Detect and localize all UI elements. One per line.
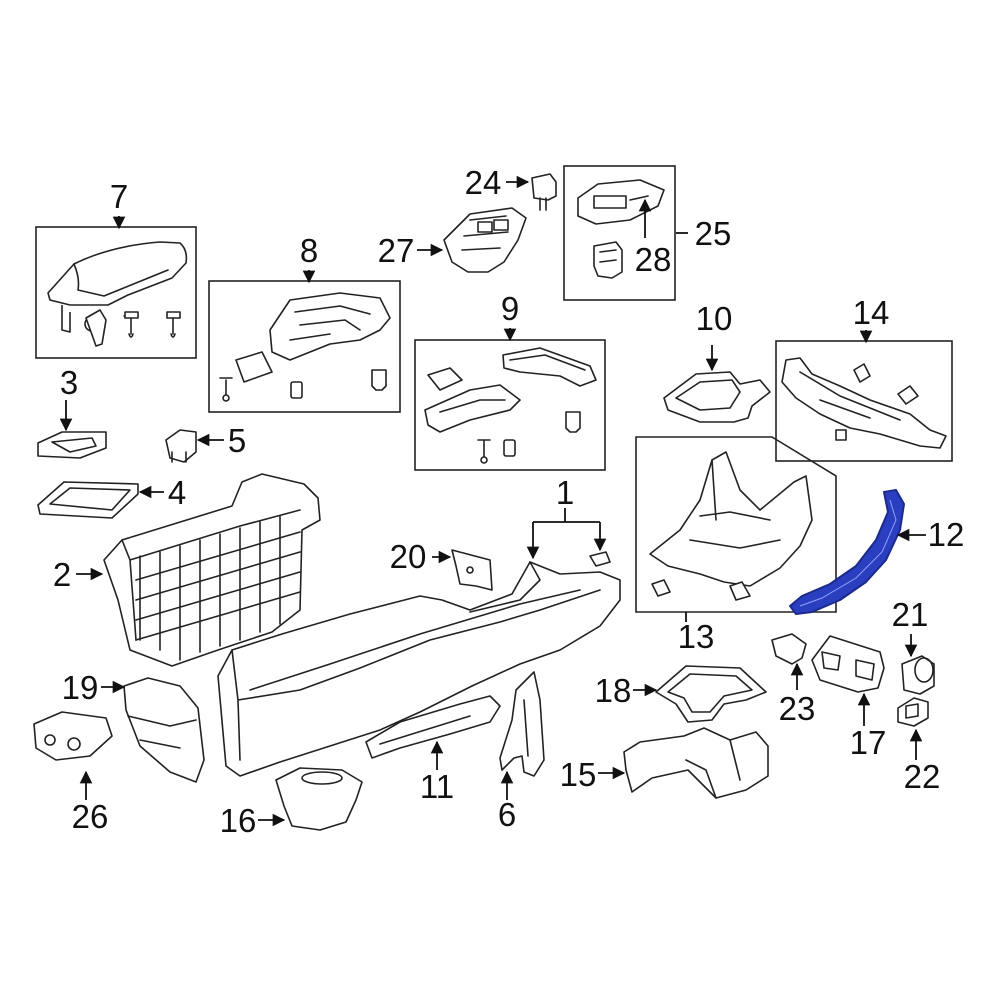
part-23-clip[interactable] (771, 633, 807, 665)
part-4-mat[interactable] (37, 481, 139, 519)
part-2-storage-box[interactable] (103, 473, 321, 667)
part-24-switch[interactable] (531, 173, 557, 211)
part-26-switch-unit[interactable] (33, 711, 113, 761)
callout-14: 14 (853, 294, 890, 331)
callout-4: 4 (168, 474, 186, 511)
callout-12: 12 (928, 516, 965, 553)
part-13-center-panel[interactable] (649, 451, 813, 601)
part-7-armrest-lid[interactable] (47, 241, 188, 347)
callout-21: 21 (892, 596, 929, 633)
callout-8: 8 (300, 232, 318, 269)
part-17-switch-panel[interactable] (811, 635, 885, 693)
callout-25: 25 (695, 215, 732, 252)
part-11-trim-strip[interactable] (365, 695, 501, 759)
callout-9: 9 (501, 290, 519, 327)
callout-10: 10 (696, 300, 733, 337)
part-19-side-panel[interactable] (123, 677, 205, 783)
part-10-tray-frame[interactable] (663, 371, 771, 423)
callout-20: 20 (390, 538, 427, 575)
part-5-clip[interactable] (165, 429, 197, 463)
callout-1: 1 (556, 474, 574, 511)
part-3-tray[interactable] (37, 431, 107, 459)
callout-3: 3 (60, 364, 78, 401)
callout-23: 23 (779, 690, 816, 727)
part-16-cupholder[interactable] (275, 767, 363, 831)
callout-2: 2 (53, 556, 71, 593)
part-12-side-trim-highlighted[interactable] (789, 489, 905, 615)
part-8-shifter-trim[interactable] (219, 292, 391, 402)
callout-11: 11 (420, 768, 454, 805)
callout-19: 19 (62, 669, 99, 706)
part-21-knob[interactable] (901, 655, 935, 695)
leader-lines (59, 175, 926, 827)
callout-17: 17 (850, 724, 887, 761)
part-20-bracket[interactable] (451, 549, 493, 591)
part-6-bracket[interactable] (499, 671, 545, 777)
callout-28: 28 (635, 241, 672, 278)
callout-18: 18 (595, 672, 632, 709)
part-22-button[interactable] (897, 697, 929, 727)
callout-27: 27 (378, 232, 415, 269)
callout-13: 13 (678, 618, 715, 655)
callout-labels: 7 8 9 24 27 25 28 10 14 3 5 4 1 2 20 12 … (53, 164, 965, 839)
callout-15: 15 (560, 756, 597, 793)
part-18-mat[interactable] (655, 665, 767, 723)
part-14-support-bracket[interactable] (781, 357, 947, 449)
callout-5: 5 (228, 422, 246, 459)
part-9-bezel-trim[interactable] (424, 347, 597, 464)
callout-6: 6 (498, 796, 516, 833)
part-25-switch-assembly[interactable] (577, 179, 665, 225)
part-1-console-body[interactable] (217, 551, 621, 777)
callout-22: 22 (904, 758, 941, 795)
callout-24: 24 (465, 164, 502, 201)
callout-16: 16 (220, 802, 257, 839)
part-27-switch-panel[interactable] (443, 207, 527, 273)
callout-26: 26 (72, 798, 109, 835)
part-15-lower-bracket[interactable] (623, 727, 769, 799)
group-box-13 (635, 436, 837, 613)
part-28-switch[interactable] (593, 241, 623, 279)
group-box-25 (563, 165, 676, 301)
callout-7: 7 (110, 178, 128, 215)
